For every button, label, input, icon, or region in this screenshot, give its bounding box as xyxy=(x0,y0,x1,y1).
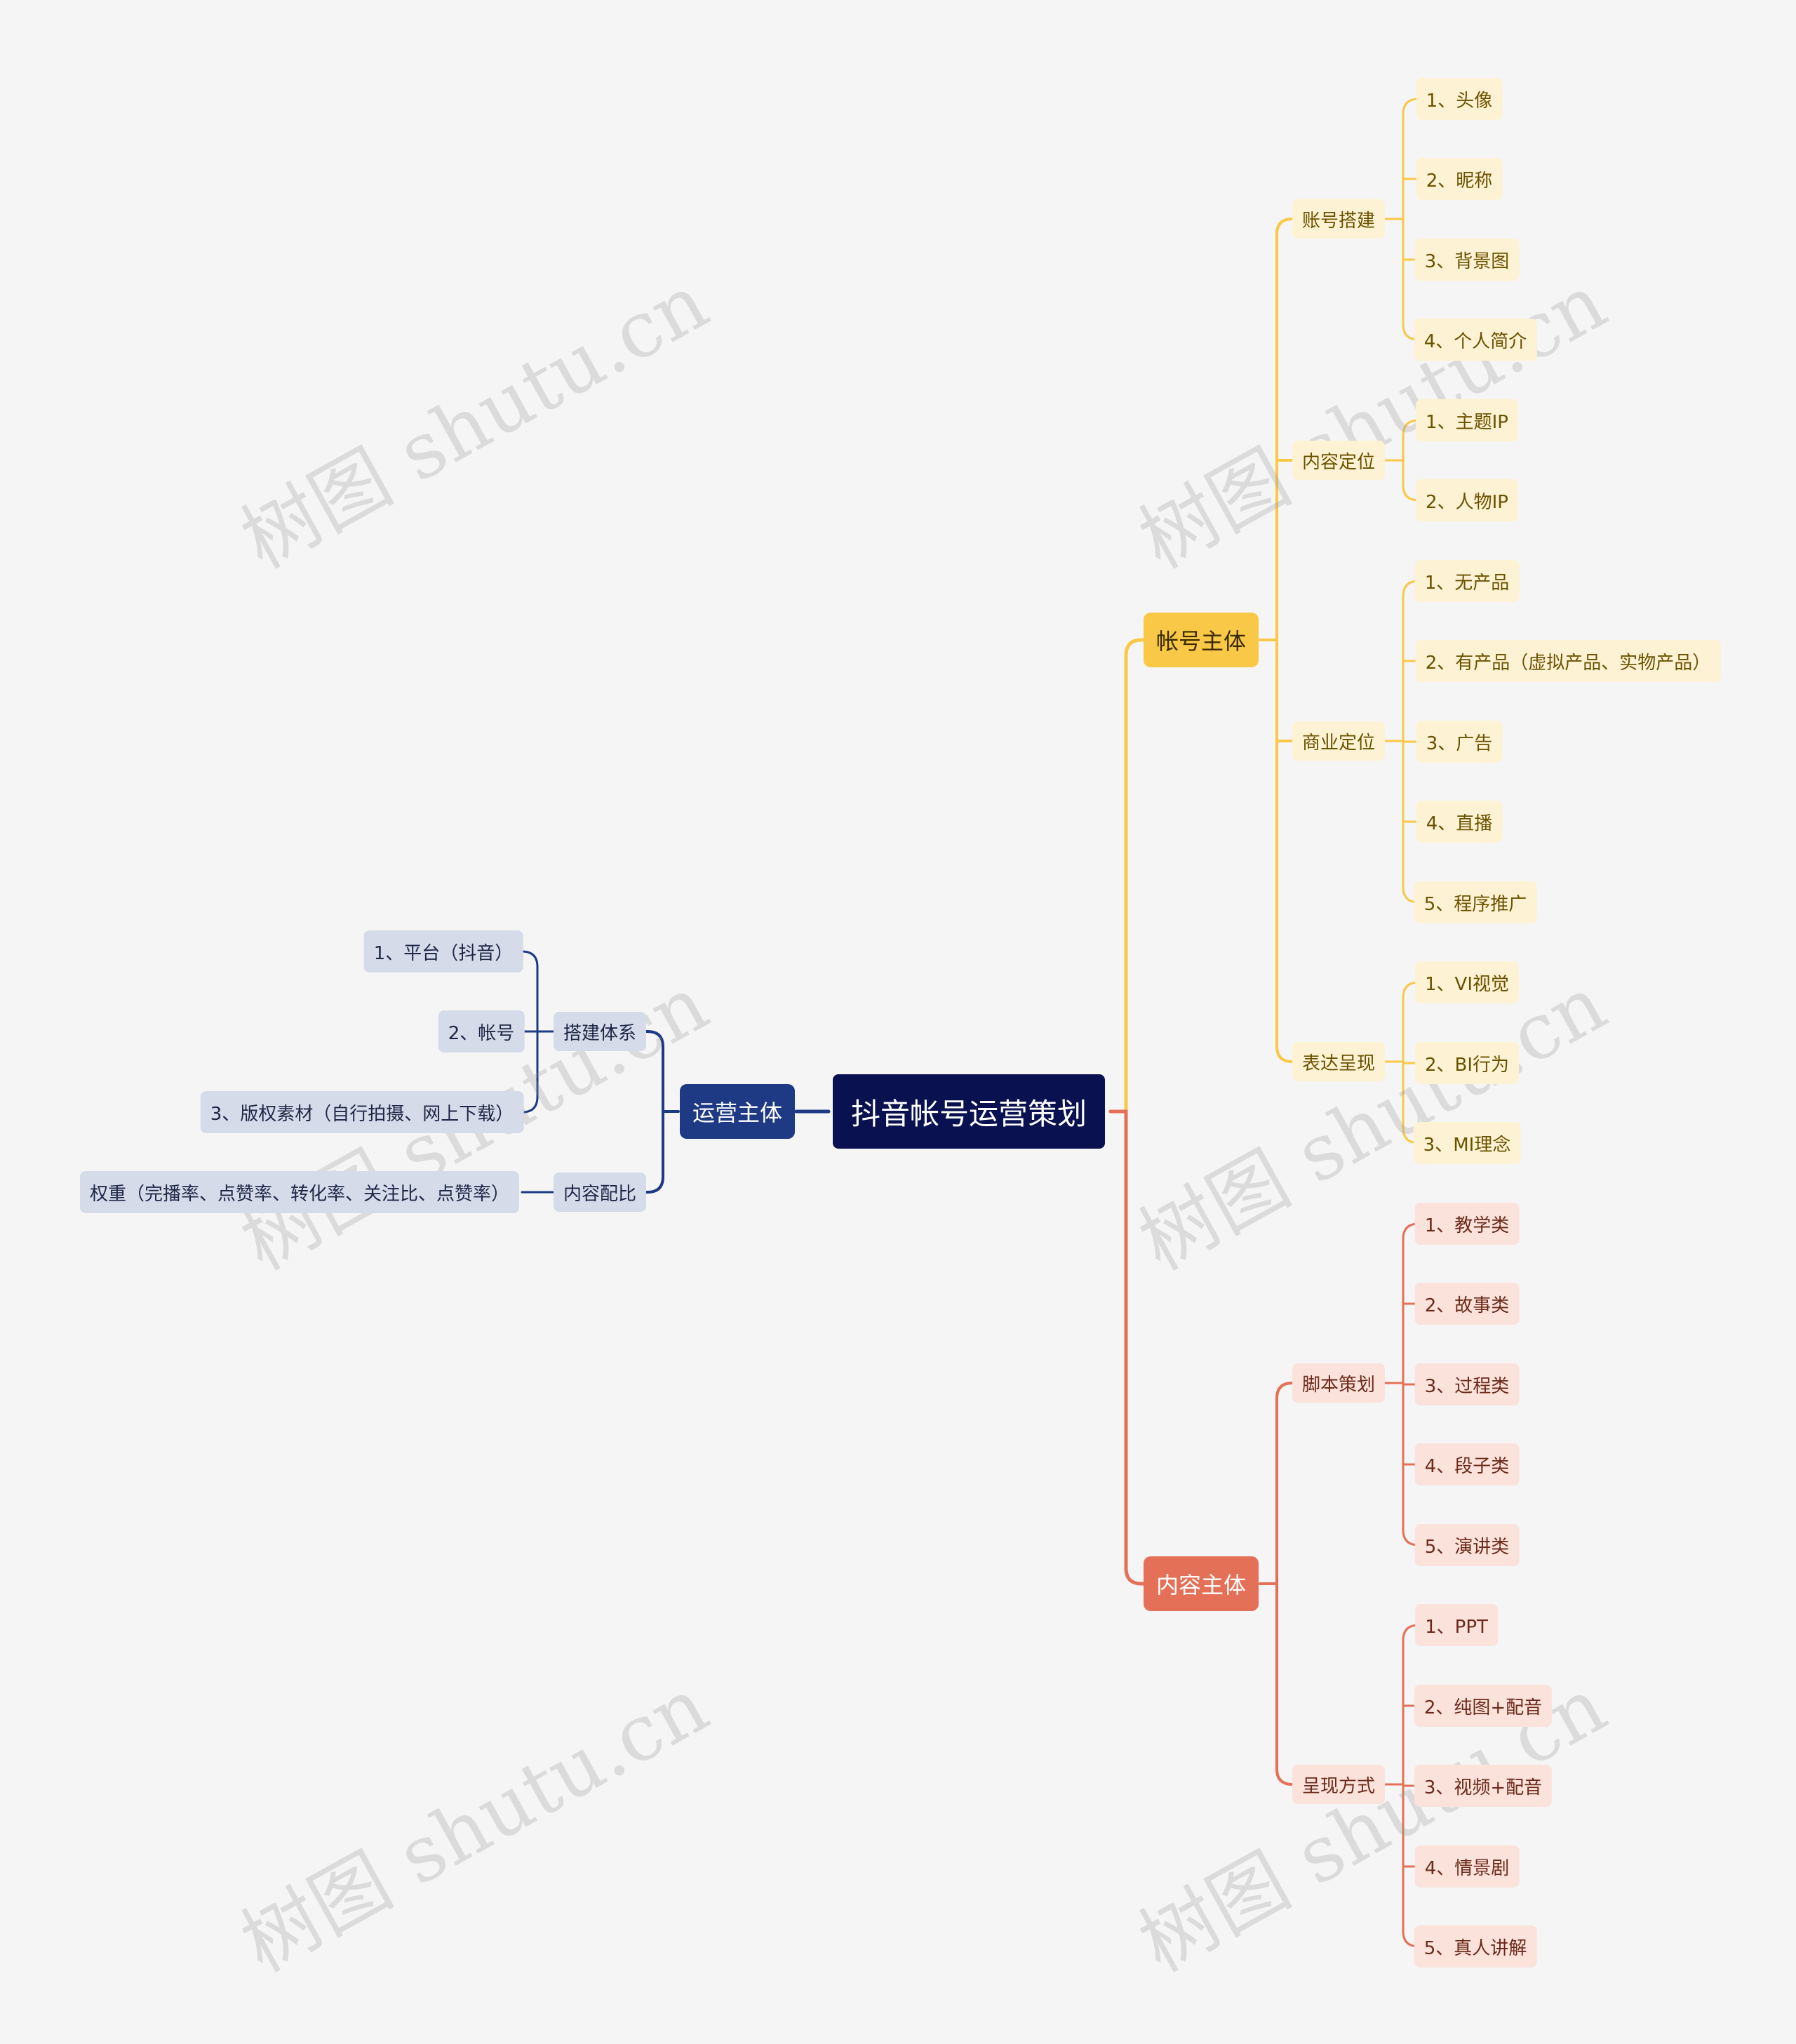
leaf-skit[interactable]: 4、段子类 xyxy=(1414,1443,1520,1485)
connector-line xyxy=(521,950,539,968)
topic-business-positioning[interactable]: 商业定位 xyxy=(1292,721,1386,761)
topic-script-planning[interactable]: 脚本策划 xyxy=(1292,1363,1386,1403)
leaf-image-voice[interactable]: 2、纯图+配音 xyxy=(1414,1685,1553,1727)
connector-line xyxy=(1108,638,1146,1114)
leaf-drama[interactable]: 4、情景剧 xyxy=(1414,1845,1520,1888)
leaf-program-promotion[interactable]: 5、程序推广 xyxy=(1414,881,1537,923)
leaf-vi-visual[interactable]: 1、VI视觉 xyxy=(1415,961,1519,1003)
leaf-background-image[interactable]: 3、背景图 xyxy=(1414,239,1520,281)
leaf-video-voice[interactable]: 3、视频+配音 xyxy=(1414,1765,1553,1807)
connector-line xyxy=(1275,1382,1298,1400)
leaf-advertising[interactable]: 3、广告 xyxy=(1416,721,1503,763)
leaf-mi-concept[interactable]: 3、MI理念 xyxy=(1413,1122,1521,1164)
leaf-profile-intro[interactable]: 4、个人简介 xyxy=(1414,319,1537,361)
connector-line xyxy=(644,1030,664,1048)
leaf-process[interactable]: 3、过程类 xyxy=(1414,1363,1520,1405)
leaf-live-explanation[interactable]: 5、真人讲解 xyxy=(1414,1925,1537,1968)
leaf-theme-ip[interactable]: 1、主题IP xyxy=(1416,399,1518,441)
leaf-platform[interactable]: 1、平台（抖音） xyxy=(363,930,523,973)
connector-line xyxy=(1275,1045,1298,1063)
leaf-account[interactable]: 2、帐号 xyxy=(438,1010,525,1053)
connector-line xyxy=(1108,1109,1146,1586)
leaf-teaching[interactable]: 1、教学类 xyxy=(1414,1203,1520,1245)
leaf-live-stream[interactable]: 4、直播 xyxy=(1416,801,1503,843)
topic-content-ratio[interactable]: 内容配比 xyxy=(553,1173,647,1212)
leaf-ppt[interactable]: 1、PPT xyxy=(1415,1604,1498,1646)
leaf-no-product[interactable]: 1、无产品 xyxy=(1414,560,1520,602)
leaf-person-ip[interactable]: 2、人物IP xyxy=(1416,479,1518,521)
topic-build-system[interactable]: 搭建体系 xyxy=(553,1012,647,1051)
topic-presentation-mode[interactable]: 呈现方式 xyxy=(1292,1765,1386,1804)
leaf-bi-behavior[interactable]: 2、BI行为 xyxy=(1414,1042,1520,1084)
connector-line xyxy=(1275,1768,1298,1786)
root-topic[interactable]: 抖音帐号运营策划 xyxy=(832,1074,1106,1149)
leaf-with-product[interactable]: 2、有产品（虚拟产品、实物产品） xyxy=(1415,640,1721,682)
leaf-copyright-material[interactable]: 3、版权素材（自行拍摄、网上下载） xyxy=(200,1091,524,1133)
topic-content-positioning[interactable]: 内容定位 xyxy=(1292,441,1386,480)
leaf-avatar[interactable]: 1、头像 xyxy=(1416,78,1503,120)
branch-content-subject[interactable]: 内容主体 xyxy=(1143,1556,1259,1611)
leaf-speech[interactable]: 5、演讲类 xyxy=(1414,1524,1520,1566)
leaf-story[interactable]: 2、故事类 xyxy=(1414,1283,1520,1325)
leaf-nickname[interactable]: 2、昵称 xyxy=(1416,158,1503,200)
leaf-weight[interactable]: 权重（完播率、点赞率、转化率、关注比、点赞率） xyxy=(79,1171,520,1213)
branch-account-subject[interactable]: 帐号主体 xyxy=(1143,613,1259,667)
topic-account-setup[interactable]: 账号搭建 xyxy=(1292,199,1386,239)
connector-line xyxy=(521,1095,539,1114)
connector-line xyxy=(1275,218,1298,236)
branch-operation-subject[interactable]: 运营主体 xyxy=(679,1084,796,1139)
connector-line xyxy=(644,1175,664,1194)
topic-expression[interactable]: 表达呈现 xyxy=(1292,1042,1386,1081)
